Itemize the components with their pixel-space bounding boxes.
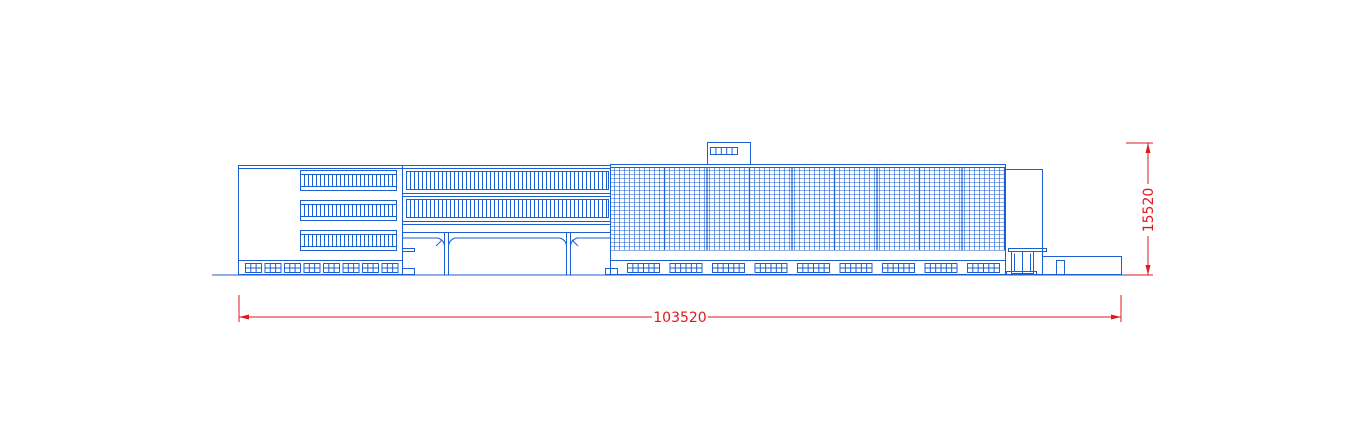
building-elevation [212, 142, 1153, 276]
dimension-annotations [238, 142, 1153, 322]
left-wing-base-windows [245, 263, 399, 273]
left-wing-window-bands [300, 170, 397, 251]
middle-bridge [402, 165, 618, 275]
right-block-base-windows [627, 263, 1000, 273]
right-block [610, 142, 1006, 275]
arrow-right-icon [1111, 314, 1121, 320]
rooftop-structure [707, 142, 751, 165]
width-dimension-label: 103520 [653, 310, 706, 326]
left-wing [238, 165, 403, 275]
rooftop-windows [710, 147, 738, 155]
curtain-wall-grid [611, 168, 1006, 251]
arrow-left-icon [239, 314, 249, 320]
arrow-down-icon [1145, 265, 1151, 275]
height-dimension-label: 15520 [1141, 188, 1157, 233]
annex [1005, 169, 1122, 275]
bridge-window-bands [406, 171, 609, 218]
arrow-up-icon [1145, 143, 1151, 153]
